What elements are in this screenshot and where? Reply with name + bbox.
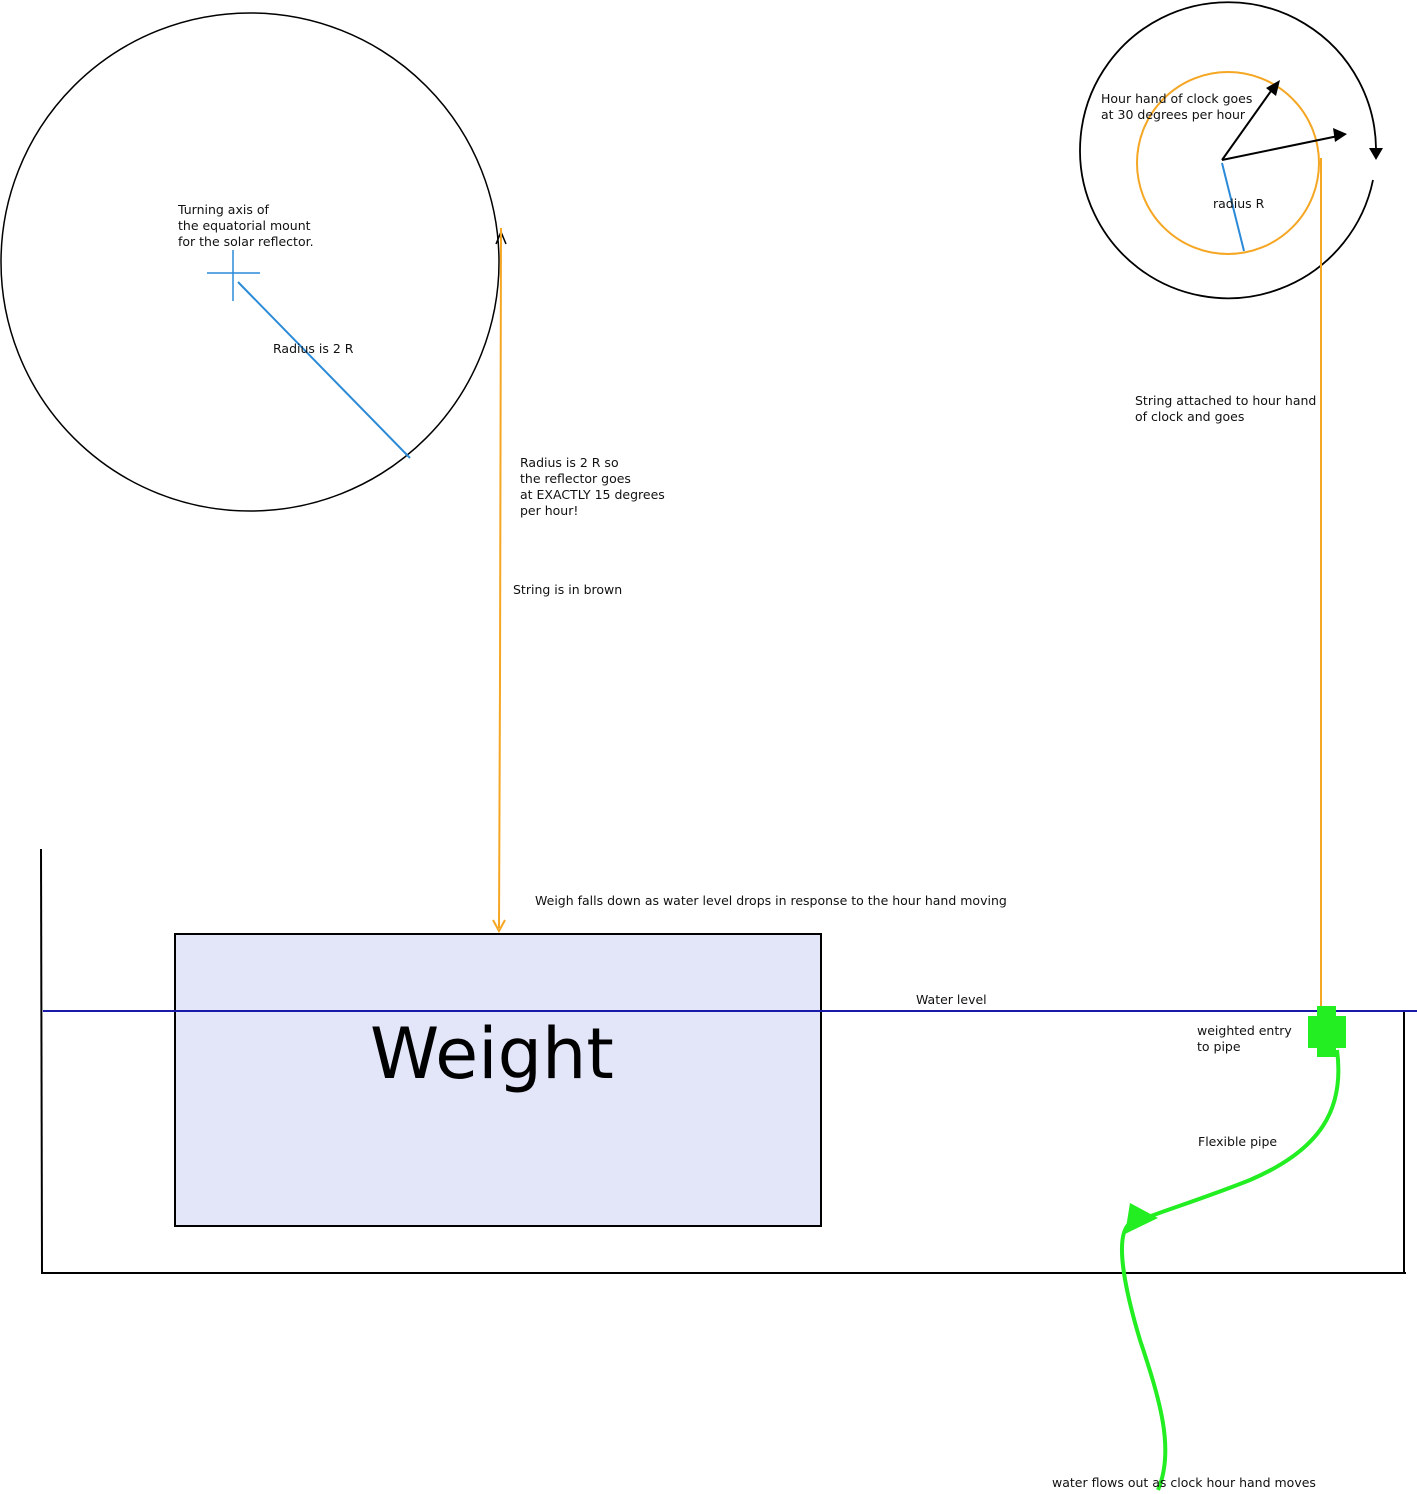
- radius-2r-line: [237, 281, 411, 459]
- water-flows-label: water flows out as clock hour hand moves: [1052, 1475, 1316, 1490]
- clock-outer-circle: [1079, 1, 1377, 300]
- reflector-wheel: [0, 12, 500, 512]
- pipe-arrow-icon: [1125, 1203, 1158, 1234]
- hour-hand-2: [1221, 134, 1344, 161]
- flexible-pipe-label: Flexible pipe: [1198, 1134, 1277, 1149]
- weighted-entry-body: [1308, 1016, 1346, 1048]
- weighted-entry-label: weighted entry to pipe: [1197, 1023, 1296, 1054]
- flexible-pipe: [1120, 1049, 1341, 1491]
- radius-2r-label: Radius is 2 R: [273, 341, 354, 356]
- water-level-label: Water level: [916, 992, 987, 1007]
- tank-left-wall: [40, 848, 43, 1275]
- string-attached-label: String attached to hour hand of clock an…: [1135, 393, 1320, 424]
- hour-hand-1-arrow-icon: [1266, 80, 1280, 96]
- string-color-note: String is in brown: [513, 582, 622, 597]
- turning-axis-label: Turning axis of the equatorial mount for…: [177, 202, 315, 249]
- weight-falls-label: Weigh falls down as water level drops in…: [535, 893, 1007, 908]
- weight-label: Weight: [370, 1013, 614, 1095]
- radius-note: Radius is 2 R so the reflector goes at E…: [520, 455, 669, 518]
- weight-block: [174, 933, 822, 1227]
- string-left: [498, 227, 502, 929]
- hour-hand-label: Hour hand of clock goes at 30 degrees pe…: [1101, 91, 1256, 122]
- clock-arrow-icon: [1369, 148, 1383, 160]
- hour-hand-1: [1221, 83, 1277, 161]
- string-arrow-icon: [492, 919, 506, 934]
- hour-hand-2-arrow-icon: [1333, 128, 1347, 142]
- radius-r-label: radius R: [1213, 196, 1265, 211]
- radius-r-line: [1221, 162, 1245, 252]
- clock-hour-circle: [1136, 71, 1320, 255]
